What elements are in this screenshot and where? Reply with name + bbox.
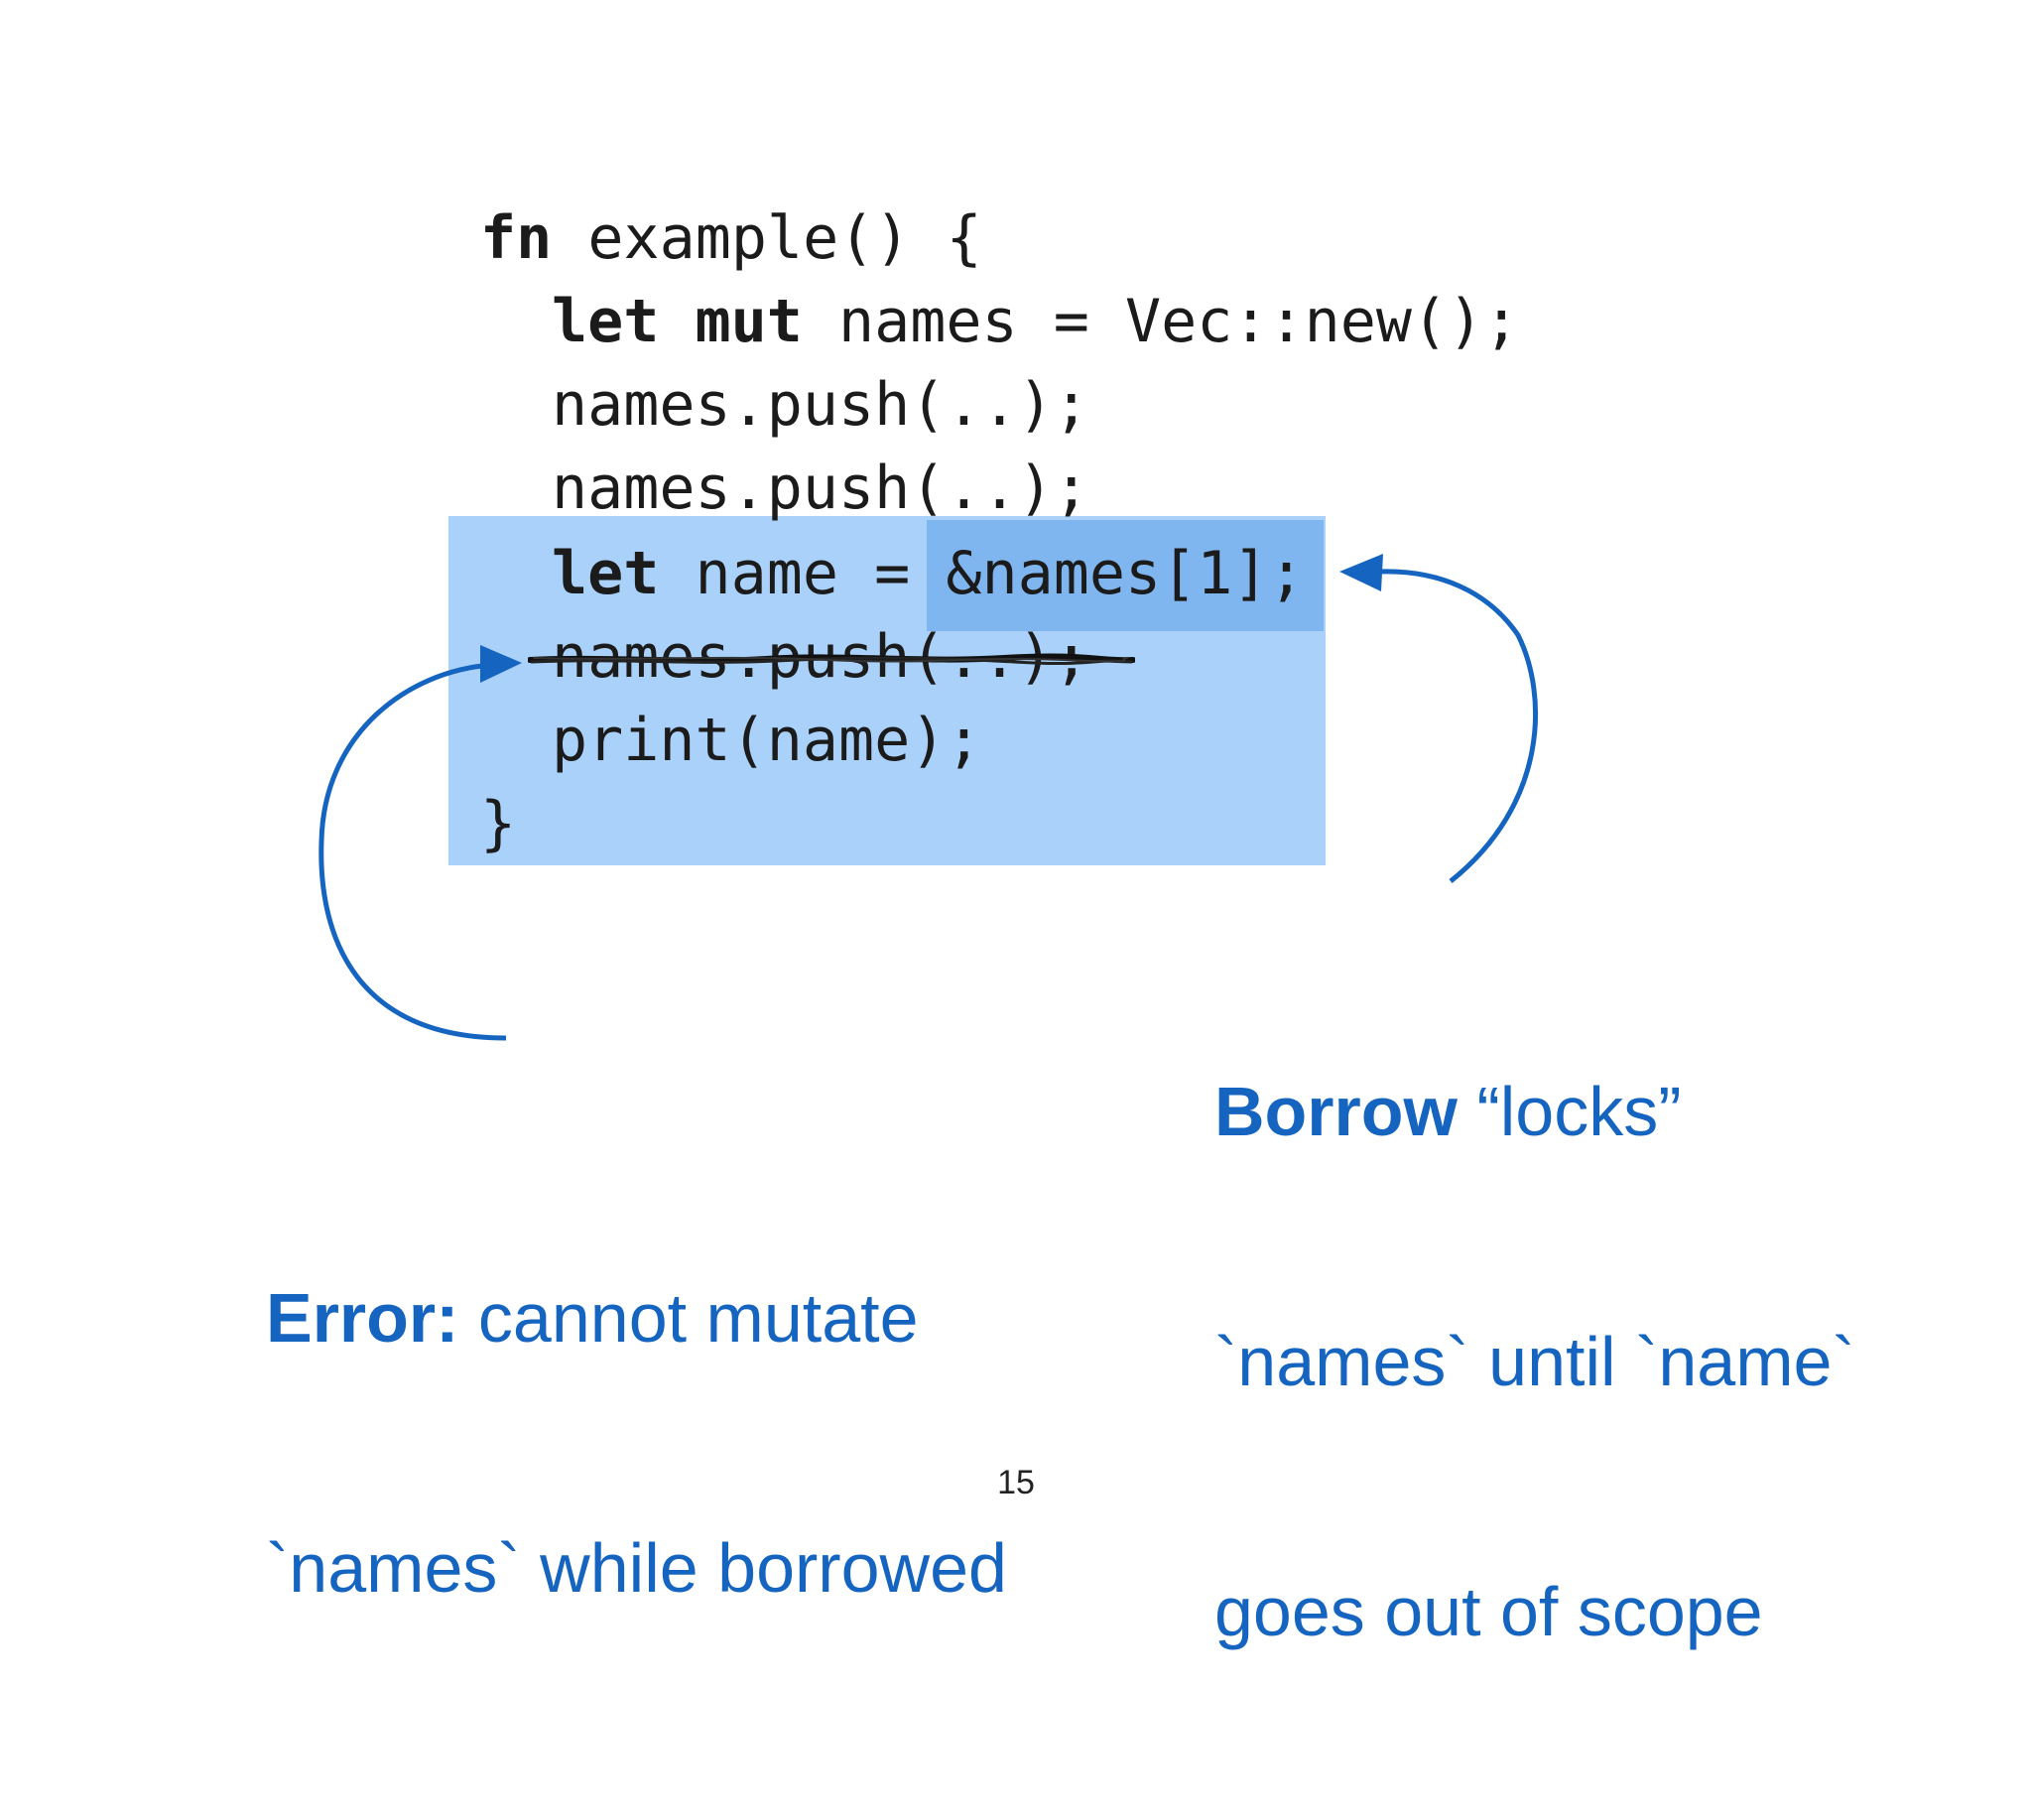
error-label: Error: [266, 1279, 459, 1357]
code-text: name = [659, 539, 947, 608]
arrows-layer [318, 554, 1538, 1041]
error-caption: Error: cannot mutate `names` while borro… [266, 1109, 1007, 1776]
borrow-caption-line-2: `names` until `name` [1214, 1323, 1855, 1400]
keyword-let-mut: let mut [552, 287, 803, 356]
borrow-caption-line-1: Borrow “locks” [1214, 1070, 1855, 1153]
code-line-push-2: names.push(..); [552, 454, 1089, 523]
error-arrow-curve [318, 662, 507, 1041]
borrow-caption-line-3: goes out of scope [1214, 1573, 1763, 1650]
borrow-arrow-head [1339, 554, 1383, 591]
code-line-push-1: names.push(..); [552, 370, 1089, 440]
code-text: names = Vec::new(); [802, 287, 1520, 356]
code-line-let-name-borrow: let name = &names[1]; [552, 532, 1305, 615]
code-line-fn-signature: fn example() { [480, 196, 982, 280]
borrow-arrow-curve [1378, 569, 1538, 883]
strikethrough-mark [528, 653, 1135, 666]
code-line-print: print(name); [552, 706, 982, 775]
caption-text: cannot mutate [458, 1279, 919, 1357]
borrow-expression: &names[1]; [946, 539, 1305, 608]
error-caption-line-2: `names` while borrowed [266, 1529, 1007, 1607]
error-caption-line-1: Error: cannot mutate [266, 1276, 1007, 1360]
keyword-fn: fn [480, 203, 553, 273]
borrow-expression-highlight [927, 520, 1324, 631]
borrow-label: Borrow [1214, 1073, 1458, 1150]
error-arrow-head [480, 645, 522, 683]
keyword-let: let [552, 539, 660, 608]
code-text: example() { [552, 203, 982, 273]
slide: fn example() { let mut names = Vec::new(… [266, 196, 1855, 1650]
caption-text: “locks” [1458, 1073, 1682, 1150]
page-number: 15 [997, 1464, 1035, 1501]
code-line-closing-brace: } [480, 789, 517, 858]
borrow-caption: Borrow “locks” `names` until `name` goes… [1214, 903, 1855, 1820]
code-line-let-mut-names: let mut names = Vec::new(); [552, 280, 1519, 363]
